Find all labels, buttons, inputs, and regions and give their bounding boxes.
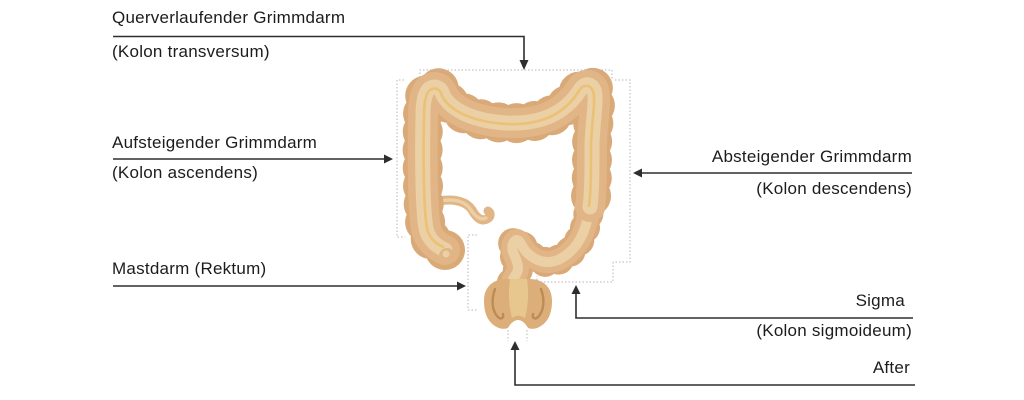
label-rektum-name: Mastdarm (Rektum) bbox=[112, 259, 267, 278]
main-colon-shape bbox=[402, 65, 616, 270]
bracket-sigmoid bbox=[536, 262, 614, 283]
cecum-tip-shape bbox=[439, 248, 455, 264]
label-descendens-name: Absteigender Grimmdarm bbox=[711, 147, 912, 166]
region-brackets bbox=[396, 69, 631, 341]
bracket-ascending bbox=[396, 79, 405, 238]
arrowhead-left-icon bbox=[633, 168, 642, 178]
label-descendens-latin: (Kolon descendens) bbox=[756, 179, 912, 198]
arrowhead-right-icon bbox=[457, 281, 466, 291]
bracket-descending bbox=[613, 79, 631, 263]
pointer-transversum bbox=[113, 35, 525, 61]
label-ascendens-name: Aufsteigender Grimmdarm bbox=[112, 133, 318, 152]
bracket-transverse bbox=[419, 69, 613, 81]
pointer-after bbox=[514, 350, 915, 386]
pointer-sigma bbox=[575, 294, 913, 319]
arrowhead-right-icon bbox=[384, 154, 393, 164]
pointer-arrows bbox=[113, 35, 915, 386]
label-transversum-name: Querverlaufender Grimmdarm bbox=[112, 8, 346, 27]
arrowhead-up-icon bbox=[571, 285, 581, 294]
rectum-shape bbox=[484, 279, 552, 340]
bracket-rectum bbox=[467, 234, 477, 311]
label-transversum-latin: (Kolon transversum) bbox=[112, 42, 270, 61]
sigmoid-colon-shape bbox=[496, 185, 605, 311]
label-sigma-name: Sigma bbox=[855, 291, 905, 310]
label-sigma-latin: (Kolon sigmoideum) bbox=[756, 321, 912, 340]
label-ascendens-latin: (Kolon ascendens) bbox=[112, 163, 259, 182]
arrowhead-down-icon bbox=[519, 60, 529, 70]
label-after-name: After bbox=[872, 358, 910, 377]
arrowhead-up-icon bbox=[510, 341, 520, 350]
appendix-shape bbox=[434, 195, 495, 225]
